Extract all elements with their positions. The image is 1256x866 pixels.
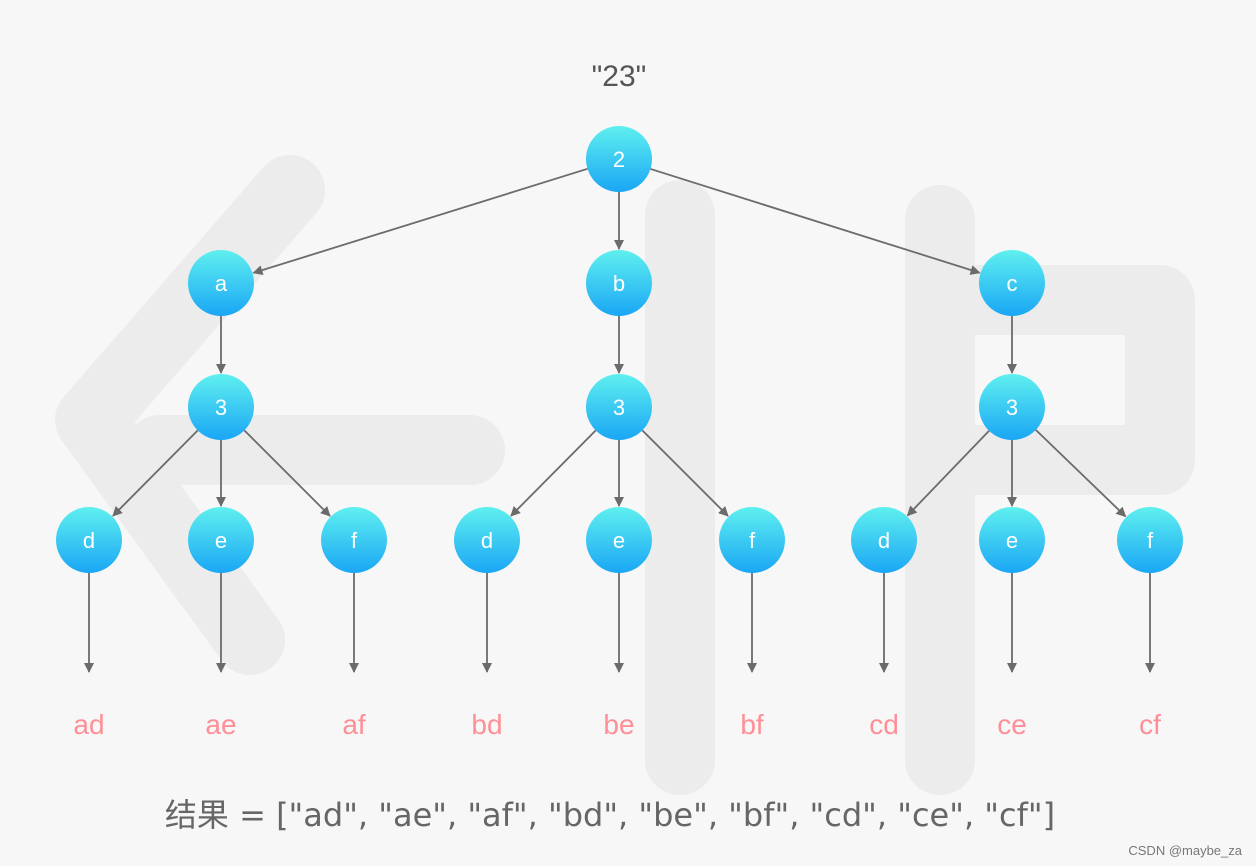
node-label: d bbox=[83, 528, 95, 553]
leaf-label-ad: ad bbox=[73, 709, 104, 740]
node-circle bbox=[188, 250, 254, 316]
node-label: e bbox=[1006, 528, 1018, 553]
leaf-label-ce: ce bbox=[997, 709, 1027, 740]
node-ae: e bbox=[188, 507, 254, 573]
node-a3: 3 bbox=[188, 374, 254, 440]
leaf-label-ae: ae bbox=[205, 709, 236, 740]
node-circle bbox=[979, 250, 1045, 316]
node-label: 3 bbox=[215, 395, 227, 420]
edges bbox=[112, 167, 1127, 518]
node-cf: f bbox=[1117, 507, 1183, 573]
node-root: 2 bbox=[586, 126, 652, 192]
node-label: e bbox=[613, 528, 625, 553]
nodes: 2 a b c 3 3 3 d e f d e f d e f bbox=[56, 126, 1183, 573]
leaf-label-bf: bf bbox=[740, 709, 764, 740]
edge-root-a bbox=[252, 167, 588, 275]
node-circle bbox=[188, 374, 254, 440]
edge-a3-af bbox=[243, 429, 331, 517]
node-circle bbox=[321, 507, 387, 573]
input-label: "23" bbox=[592, 60, 647, 93]
node-cd: d bbox=[851, 507, 917, 573]
leaf-label-be: be bbox=[603, 709, 634, 740]
node-label: 2 bbox=[613, 147, 625, 172]
leaf-label-af: af bbox=[342, 709, 366, 740]
node-circle bbox=[719, 507, 785, 573]
node-circle bbox=[586, 126, 652, 192]
credit-text: CSDN @maybe_za bbox=[1128, 843, 1242, 858]
node-circle bbox=[979, 374, 1045, 440]
node-label: f bbox=[1147, 528, 1154, 553]
watermark-logo bbox=[55, 155, 1195, 795]
node-circle bbox=[586, 507, 652, 573]
node-label: d bbox=[878, 528, 890, 553]
result-text: 结果 = ["ad", "ae", "af", "bd", "be", "bf"… bbox=[164, 796, 1056, 834]
node-label: 3 bbox=[1006, 395, 1018, 420]
node-circle bbox=[979, 507, 1045, 573]
node-c3: 3 bbox=[979, 374, 1045, 440]
node-af: f bbox=[321, 507, 387, 573]
node-label: b bbox=[613, 271, 625, 296]
node-c: c bbox=[979, 250, 1045, 316]
node-label: f bbox=[749, 528, 756, 553]
edge-b3-bd bbox=[510, 429, 597, 517]
node-be: e bbox=[586, 507, 652, 573]
node-bf: f bbox=[719, 507, 785, 573]
leaf-label-cd: cd bbox=[869, 709, 899, 740]
edge-b3-bf bbox=[641, 429, 729, 517]
edge-c3-cd bbox=[906, 430, 990, 517]
node-circle bbox=[188, 507, 254, 573]
node-a: a bbox=[188, 250, 254, 316]
node-label: 3 bbox=[613, 395, 625, 420]
node-label: f bbox=[351, 528, 358, 553]
node-label: d bbox=[481, 528, 493, 553]
node-ad: d bbox=[56, 507, 122, 573]
leaf-label-bd: bd bbox=[471, 709, 502, 740]
node-label: e bbox=[215, 528, 227, 553]
node-circle bbox=[586, 374, 652, 440]
edge-c3-cf bbox=[1035, 429, 1127, 518]
node-circle bbox=[851, 507, 917, 573]
node-b: b bbox=[586, 250, 652, 316]
leaves: ad ae af bd be bf cd ce cf bbox=[73, 573, 1161, 740]
node-circle bbox=[1117, 507, 1183, 573]
edge-a3-ad bbox=[112, 429, 199, 517]
node-circle bbox=[586, 250, 652, 316]
edge-root-c bbox=[650, 168, 981, 275]
node-label: a bbox=[215, 271, 228, 296]
node-circle bbox=[454, 507, 520, 573]
node-label: c bbox=[1007, 271, 1018, 296]
leaf-label-cf: cf bbox=[1139, 709, 1161, 740]
node-bd: d bbox=[454, 507, 520, 573]
node-circle bbox=[56, 507, 122, 573]
node-ce: e bbox=[979, 507, 1045, 573]
node-b3: 3 bbox=[586, 374, 652, 440]
